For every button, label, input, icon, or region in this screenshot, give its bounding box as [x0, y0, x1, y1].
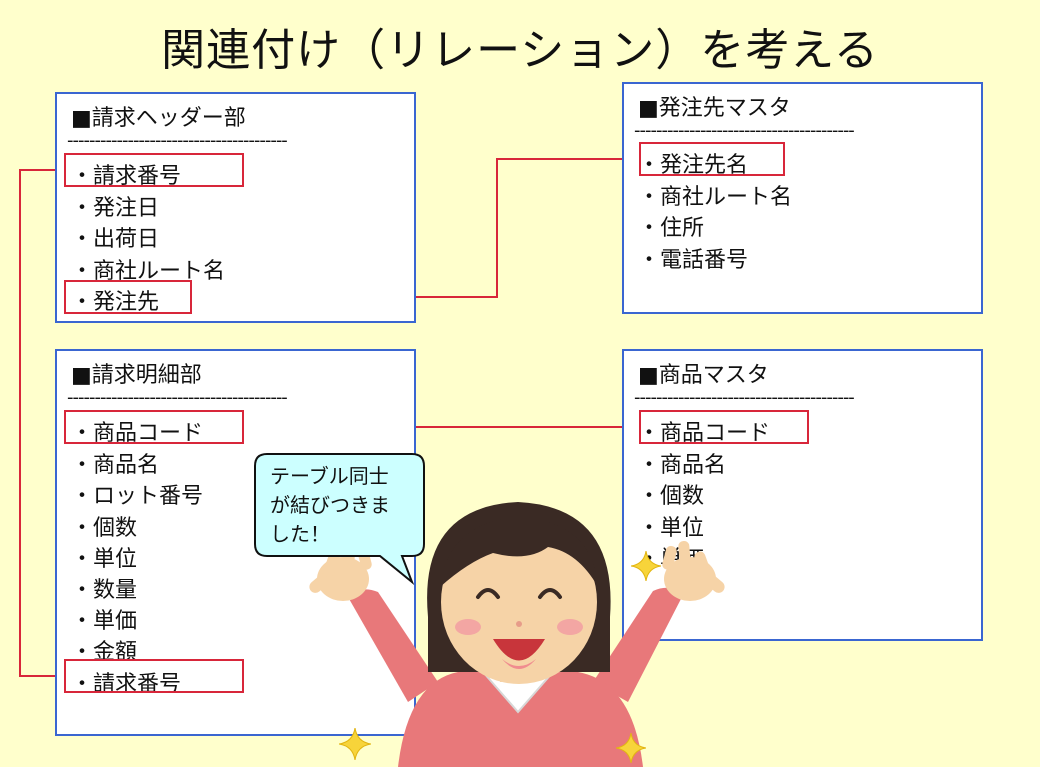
field: ・商品名 — [71, 447, 159, 479]
field: ・発注日 — [71, 190, 159, 222]
field: ・単価 — [71, 603, 137, 635]
divider: ---------------------------------------- — [67, 387, 405, 408]
sparkle-star-icon — [631, 551, 661, 581]
supplier-master-table: ■発注先マスタ --------------------------------… — [622, 82, 983, 314]
field: ・数量 — [71, 572, 137, 604]
table-title: ■発注先マスタ — [638, 90, 791, 122]
field: ・出荷日 — [71, 221, 159, 253]
highlight-supplier-name — [639, 142, 785, 176]
highlight-product-code-detail — [64, 410, 244, 444]
table-title: ■商品マスタ — [638, 357, 769, 389]
divider: ---------------------------------------- — [67, 130, 405, 151]
highlight-supplier-field — [64, 280, 192, 314]
highlight-invoice-number-header — [64, 153, 244, 187]
speech-bubble-text: テーブル同士 が結びつきま した！ — [270, 462, 420, 549]
divider: ---------------------------------------- — [634, 387, 972, 408]
bubble-line: テーブル同士 — [270, 462, 420, 491]
divider: ---------------------------------------- — [634, 120, 972, 141]
field: ・個数 — [71, 510, 137, 542]
field: ・単位 — [71, 541, 137, 573]
sparkle-star-icon — [339, 728, 371, 760]
field: ・ロット番号 — [71, 478, 203, 510]
highlight-invoice-number-detail — [64, 659, 244, 693]
page-title: 関連付け（リレーション）を考える — [0, 14, 1040, 78]
field: ・住所 — [638, 210, 704, 242]
highlight-product-code-master — [639, 410, 809, 444]
field: ・電話番号 — [638, 242, 748, 274]
bubble-line: した！ — [270, 520, 420, 549]
table-title: ■請求ヘッダー部 — [71, 100, 246, 132]
table-title: ■請求明細部 — [71, 357, 202, 389]
sparkle-star-icon — [616, 733, 646, 763]
bubble-line: が結びつきま — [270, 491, 420, 520]
field: ・商社ルート名 — [638, 179, 792, 211]
